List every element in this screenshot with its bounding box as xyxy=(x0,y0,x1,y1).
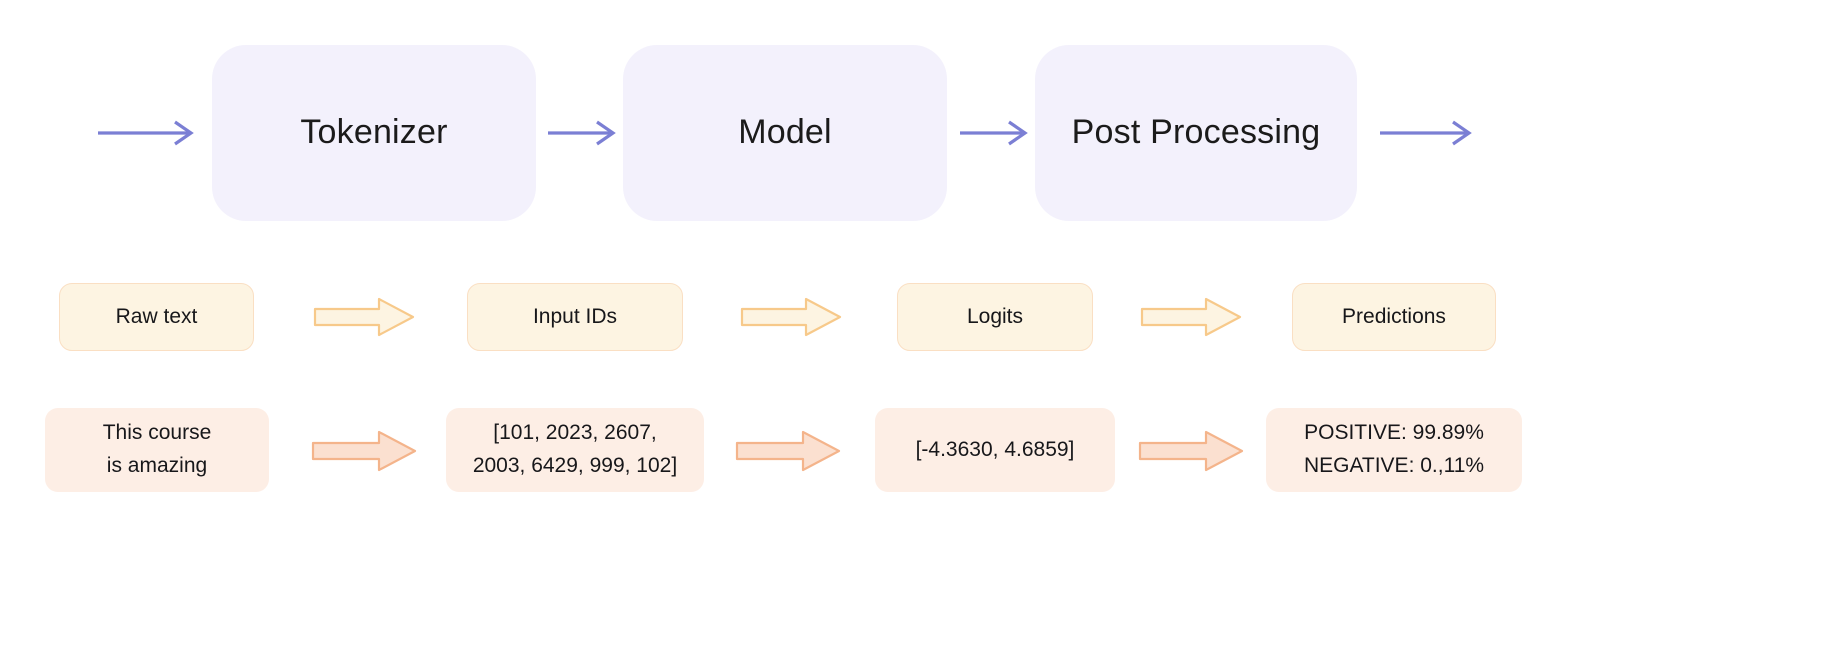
value-chip-logits-values[interactable]: [-4.3630, 4.6859] xyxy=(875,408,1115,492)
value-label-token-ids: [101, 2023, 2607, 2003, 6429, 999, 102] xyxy=(472,421,678,477)
tokenizer-to-model-arrow-icon xyxy=(548,120,616,146)
logits-values-to-predictions-arrow-icon xyxy=(1138,430,1244,472)
value-chip-token-ids[interactable]: [101, 2023, 2607, 2003, 6429, 999, 102] xyxy=(446,408,704,492)
artifact-label-raw-text: Raw text xyxy=(115,305,198,329)
raw-text-to-input-ids-arrow-icon xyxy=(313,297,415,337)
artifact-chip-raw-text[interactable]: Raw text xyxy=(59,283,254,351)
stage-box-model[interactable]: Model xyxy=(623,45,947,221)
stage-box-tokenizer[interactable]: Tokenizer xyxy=(212,45,536,221)
logits-to-predictions-arrow-icon xyxy=(1140,297,1242,337)
model-to-postprocessing-arrow-icon xyxy=(960,120,1028,146)
stage-label-tokenizer: Tokenizer xyxy=(300,113,448,152)
value-chip-sentence[interactable]: This course is amazing xyxy=(45,408,269,492)
artifact-chip-input-ids[interactable]: Input IDs xyxy=(467,283,683,351)
artifact-label-predictions: Predictions xyxy=(1342,305,1446,329)
output-arrow-icon xyxy=(1380,120,1472,146)
sentence-to-token-ids-arrow-icon xyxy=(311,430,417,472)
artifact-chip-predictions[interactable]: Predictions xyxy=(1292,283,1496,351)
value-chip-predictions[interactable]: POSITIVE: 99.89% NEGATIVE: 0.,11% xyxy=(1266,408,1522,492)
artifact-label-input-ids: Input IDs xyxy=(532,305,618,329)
stage-label-model: Model xyxy=(738,113,832,152)
artifact-label-logits: Logits xyxy=(966,305,1024,329)
token-ids-to-logits-values-arrow-icon xyxy=(735,430,841,472)
input-arrow-icon xyxy=(98,120,194,146)
artifact-chip-logits[interactable]: Logits xyxy=(897,283,1093,351)
input-ids-to-logits-arrow-icon xyxy=(740,297,842,337)
value-label-predictions: POSITIVE: 99.89% NEGATIVE: 0.,11% xyxy=(1303,421,1485,477)
value-label-sentence: This course is amazing xyxy=(102,421,212,477)
stage-box-post-processing[interactable]: Post Processing xyxy=(1035,45,1357,221)
value-label-logits-values: [-4.3630, 4.6859] xyxy=(915,437,1075,461)
stage-label-post-processing: Post Processing xyxy=(1071,113,1321,152)
